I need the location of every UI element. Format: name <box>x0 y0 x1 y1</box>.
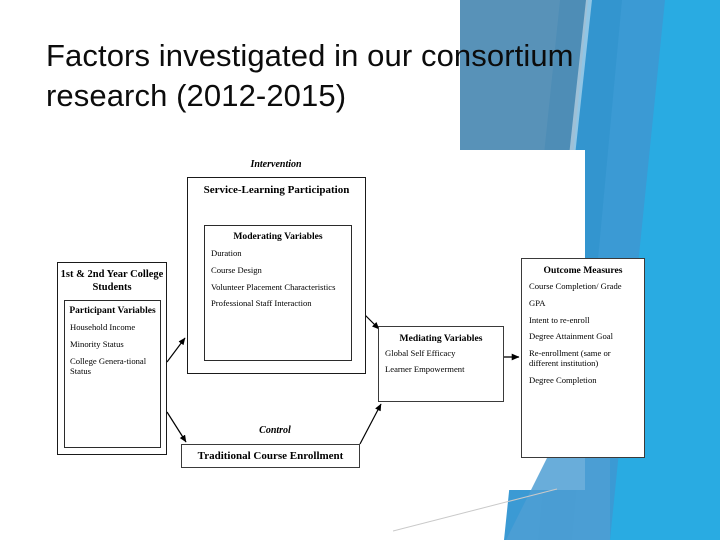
intervention-box: Service-Learning Participation Moderatin… <box>187 177 366 374</box>
mediating-variables-box: Mediating Variables Global Self Efficacy… <box>378 326 504 402</box>
outcome-measures-title: Outcome Measures <box>543 265 623 276</box>
moderating-variables-title: Moderating Variables <box>233 231 323 242</box>
outcome-measures-box: Outcome Measures Course Completion/ Grad… <box>521 258 645 458</box>
list-item: College Genera-tional Status <box>70 355 147 376</box>
intervention-box-title: Service-Learning Participation <box>203 184 350 196</box>
list-item: Professional Staff Interaction <box>211 298 312 309</box>
students-box-title: 1st & 2nd Year College Students <box>60 269 164 293</box>
participant-variables-box: Participant Variables Household Income M… <box>64 300 161 448</box>
list-item: Course Completion/ Grade <box>529 281 622 291</box>
arrow-students-to-intervention <box>166 337 186 363</box>
mediating-variables-title: Mediating Variables <box>399 333 483 344</box>
list-item: Household Income <box>70 322 136 333</box>
arrow-control-to-mediating <box>359 403 382 445</box>
control-box-title: Traditional Course Enrollment <box>197 450 344 462</box>
list-item: Intent to re-enroll <box>529 314 590 325</box>
list-item: Course Design <box>211 264 262 275</box>
list-item: Degree Completion <box>529 374 597 385</box>
participant-variables-title: Participant Variables <box>69 306 156 316</box>
list-item: Duration <box>211 248 242 258</box>
list-item: Global Self Efficacy <box>385 348 456 358</box>
students-box: 1st & 2nd Year College Students Particip… <box>57 262 167 455</box>
list-item: Learner Empowerment <box>385 363 465 374</box>
list-item: Re-enrollment (same or different institu… <box>529 348 611 368</box>
list-item: Degree Attainment Goal <box>529 331 613 342</box>
control-caption: Control <box>259 425 291 436</box>
list-item: Volunteer Placement Characteristics <box>211 281 336 292</box>
control-box: Traditional Course Enrollment <box>181 444 360 468</box>
list-item: Minority Status <box>70 339 124 350</box>
arrow-students-to-control <box>166 411 187 443</box>
list-item: GPA <box>529 297 546 308</box>
page-title: Factors investigated in our consortium r… <box>46 38 574 113</box>
intervention-caption: Intervention <box>250 159 302 170</box>
moderating-variables-box: Moderating Variables Duration Course Des… <box>204 225 352 361</box>
